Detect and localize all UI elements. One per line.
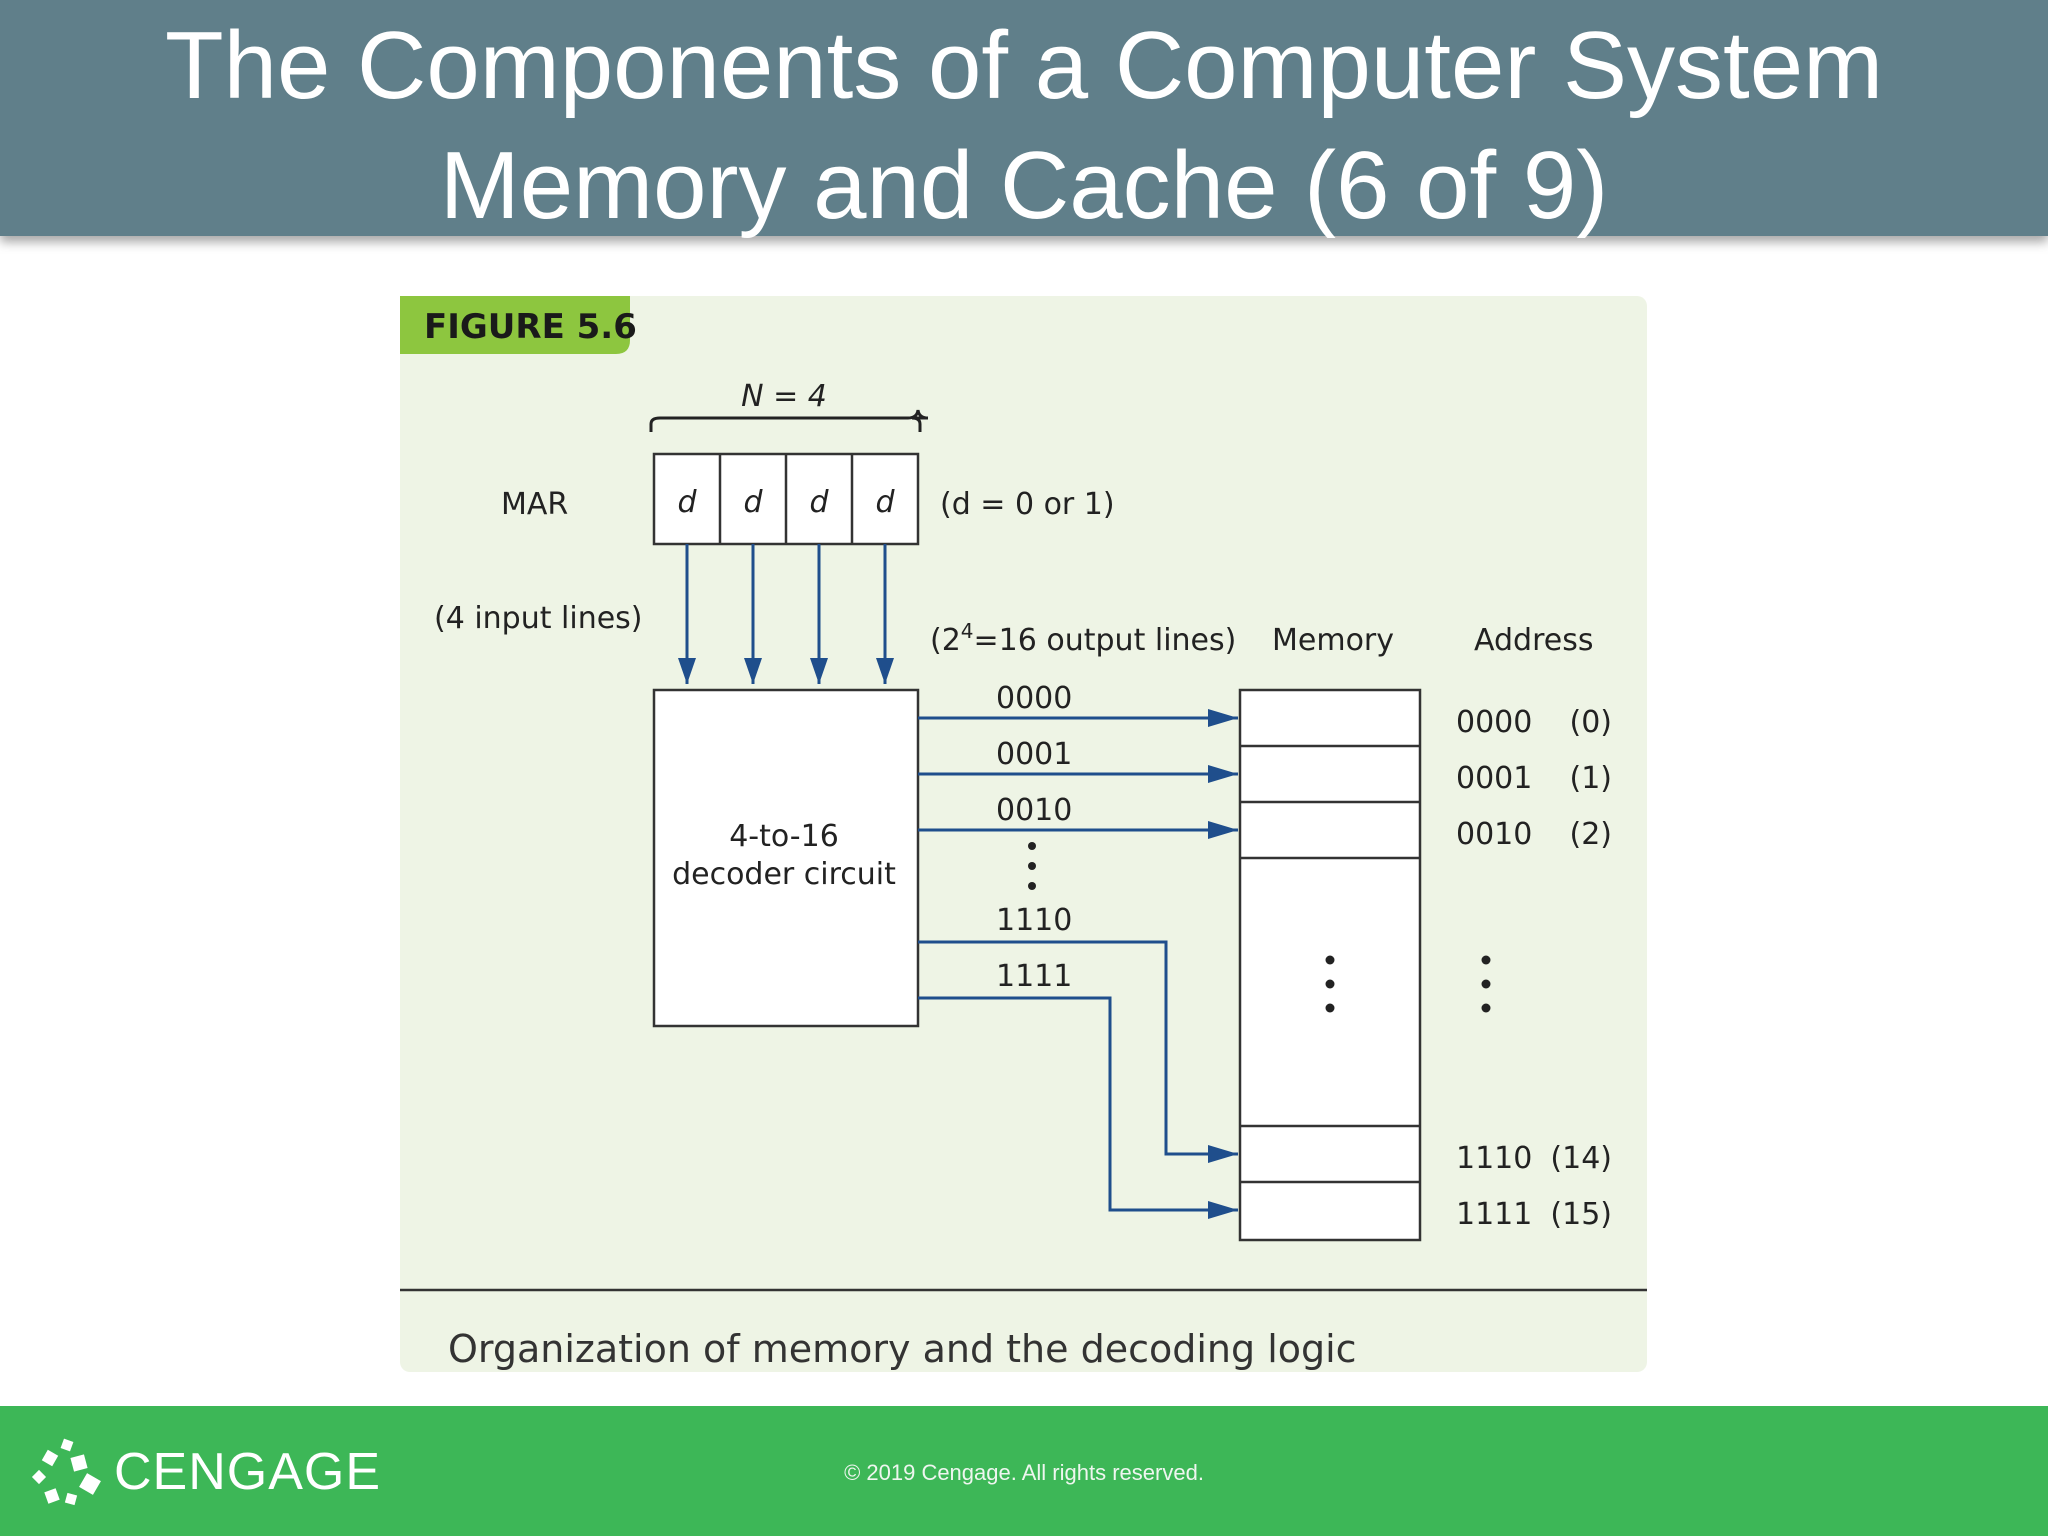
d-note: (d = 0 or 1) [940, 487, 1115, 522]
cengage-logo-icon [31, 1438, 101, 1506]
title-bar: The Components of a Computer System Memo… [0, 0, 2048, 239]
n-label: N = 4 [741, 379, 827, 414]
address-decimal: (2) [1570, 817, 1613, 852]
slide-subtitle: Memory and Cache (6 of 9) [439, 132, 1609, 239]
figure-diagram: FIGURE 5.6 N = 4 MAR d d d d (d = 0 or 1… [400, 296, 1647, 1372]
address-binary: 0000 [1456, 705, 1532, 740]
output-label: 0000 [996, 681, 1072, 716]
input-arrows [678, 544, 894, 684]
n-brace [649, 409, 929, 432]
mar-label: MAR [501, 487, 568, 522]
address-binary: 1111 [1456, 1197, 1532, 1232]
memory-ellipsis [1325, 955, 1335, 1013]
brand-name: CENGAGE [114, 1443, 382, 1501]
figure-caption: Organization of memory and the decoding … [448, 1327, 1357, 1371]
address-binary: 1110 [1456, 1141, 1532, 1176]
memory-header: Memory [1272, 623, 1394, 658]
address-binary: 0001 [1456, 761, 1532, 796]
output-label: 1110 [996, 903, 1072, 938]
mar-bit: d [875, 485, 895, 520]
address-header: Address [1474, 623, 1593, 658]
figure-tag: FIGURE 5.6 [424, 307, 637, 347]
copyright-text: © 2019 Cengage. All rights reserved. [844, 1460, 1204, 1485]
mar-register [652, 452, 920, 546]
mar-bit: d [809, 485, 829, 520]
input-lines-label: (4 input lines) [434, 601, 643, 636]
footer-bar: CENGAGE © 2019 Cengage. All rights reser… [0, 1406, 2048, 1536]
address-decimal: (14) [1550, 1141, 1612, 1176]
output-lines-label: (24=16 output lines) [930, 619, 1236, 658]
decoder-box [652, 688, 920, 1028]
figure-tag-badge [400, 296, 630, 354]
output-label: 0010 [996, 793, 1072, 828]
address-decimal: (15) [1550, 1197, 1612, 1232]
output-label: 0001 [996, 737, 1072, 772]
decoder-label-1: 4-to-16 [729, 819, 839, 854]
mar-bit: d [677, 485, 697, 520]
mar-bit: d [743, 485, 763, 520]
address-decimal: (1) [1570, 761, 1613, 796]
output-label: 1111 [996, 959, 1072, 994]
address-binary: 0010 [1456, 817, 1532, 852]
memory-column [1238, 688, 1422, 1242]
output-ellipsis [1028, 842, 1036, 890]
address-ellipsis [1481, 955, 1491, 1013]
address-decimal: (0) [1570, 705, 1613, 740]
slide-title: The Components of a Computer System [164, 12, 1884, 119]
decoder-label-2: decoder circuit [672, 857, 896, 892]
output-arrows [918, 709, 1238, 1219]
